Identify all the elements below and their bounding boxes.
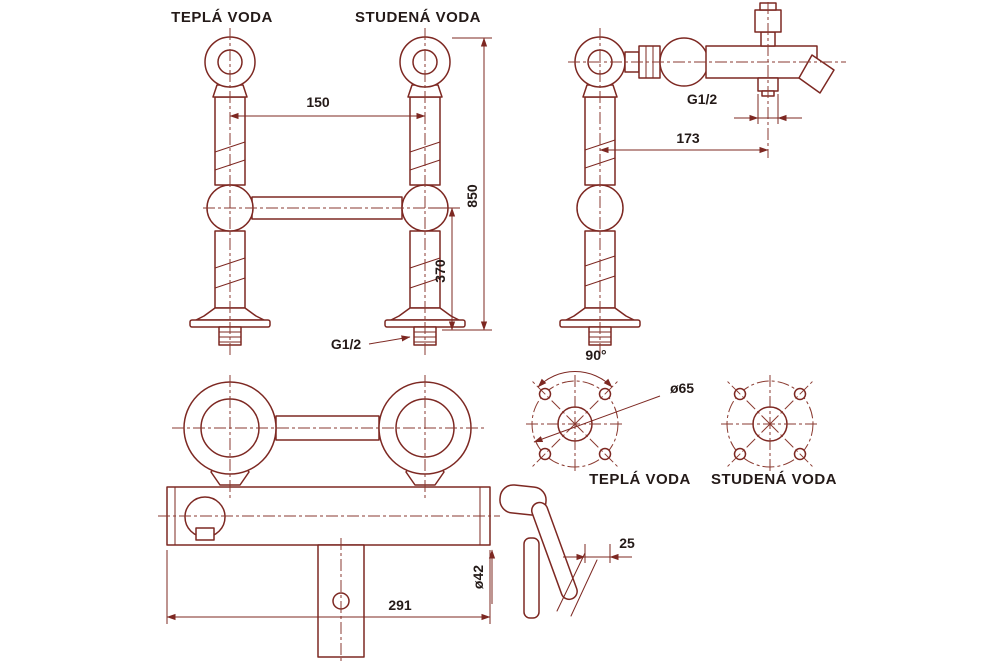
angle-dim-90: 90° bbox=[537, 347, 613, 388]
cold-water-label-mounting: STUDENÁ VODA bbox=[711, 471, 837, 488]
hot-water-label-mounting: TEPLÁ VODA bbox=[589, 471, 691, 488]
dim-850: 850 bbox=[442, 37, 492, 331]
side-view: G1/2 173 bbox=[559, 2, 846, 358]
dim-150-label: 150 bbox=[306, 94, 330, 110]
dim-370: 370 bbox=[430, 207, 460, 331]
mounting-plan-hot bbox=[526, 375, 624, 473]
dia-42-note: ø42 bbox=[470, 549, 496, 604]
dim-291: 291 bbox=[166, 550, 491, 624]
dim-850-label: 850 bbox=[464, 184, 480, 208]
angle-90-label: 90° bbox=[585, 347, 606, 363]
dia-65-label: ø65 bbox=[670, 380, 694, 396]
thread-note-front: G1/2 bbox=[331, 335, 411, 352]
dim-173: 173 bbox=[599, 130, 769, 154]
spout-nozzle bbox=[798, 54, 835, 94]
dim-150: 150 bbox=[229, 94, 426, 120]
dim-291-label: 291 bbox=[388, 597, 412, 613]
dim-173-label: 173 bbox=[676, 130, 700, 146]
bolt-circle-dim: ø65 bbox=[533, 380, 694, 443]
hot-water-label-top: TEPLÁ VODA bbox=[171, 9, 273, 26]
dim-25: 25 bbox=[563, 535, 635, 563]
mixer-body-side bbox=[624, 2, 835, 97]
front-view: 150 850 370 G1/2 bbox=[189, 28, 492, 358]
plan-view: 291 ø42 25 bbox=[158, 375, 635, 664]
lever-handle bbox=[499, 484, 598, 619]
shower-bracket bbox=[184, 496, 226, 541]
dim-25-label: 25 bbox=[619, 535, 635, 551]
thread-note-side: G1/2 bbox=[687, 91, 802, 124]
thread-side-label: G1/2 bbox=[687, 91, 718, 107]
dim-370-label: 370 bbox=[432, 259, 448, 283]
cold-water-label-top: STUDENÁ VODA bbox=[355, 9, 481, 26]
mounting-plan-cold bbox=[721, 375, 819, 473]
dia-42-label: ø42 bbox=[470, 565, 486, 589]
thread-front-label: G1/2 bbox=[331, 336, 362, 352]
